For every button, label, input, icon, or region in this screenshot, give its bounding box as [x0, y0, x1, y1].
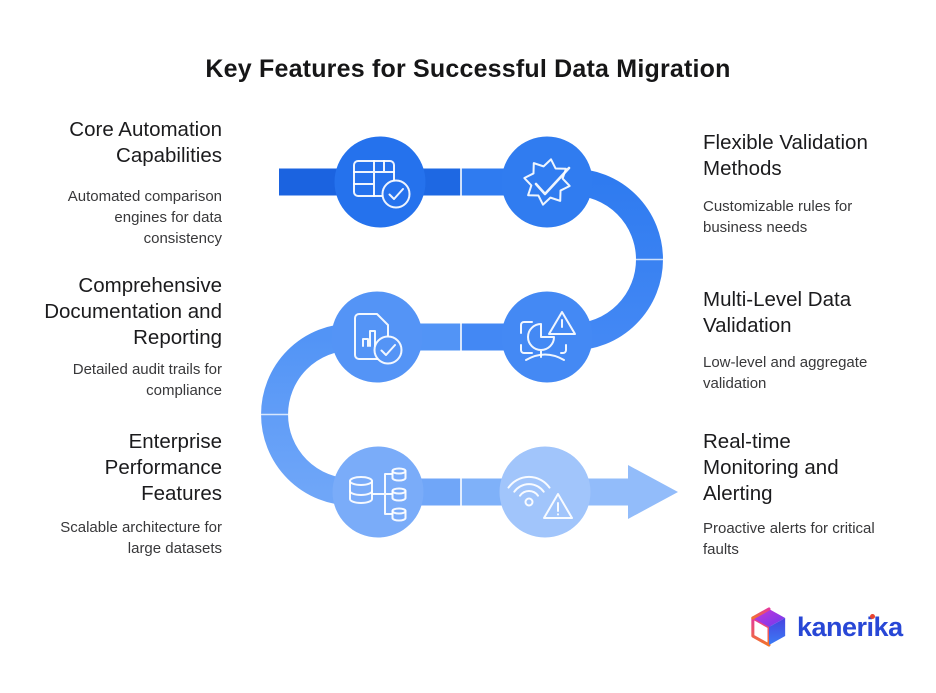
flow-path	[261, 168, 663, 506]
flow-seams	[261, 168, 663, 506]
feature-core-automation: Core Automation Capabilities Automated c…	[22, 117, 222, 249]
text-line: Monitoring and	[703, 456, 839, 479]
feature-heading: Core Automation Capabilities	[22, 117, 222, 169]
arrow-head-icon	[628, 465, 678, 519]
feature-heading: Comprehensive Documentation and Reportin…	[22, 273, 222, 351]
logo-i-dot	[870, 614, 875, 619]
feature-description: Customizable rules for business needs	[703, 196, 913, 238]
text-line: Features	[141, 482, 222, 505]
text-line: Methods	[703, 157, 782, 180]
table-check-icon	[353, 160, 411, 209]
database-tree-icon	[349, 467, 407, 522]
text-line: compliance	[146, 382, 222, 399]
text-line: Customizable rules for	[703, 198, 853, 215]
text-line: Scalable architecture for	[60, 519, 222, 536]
text-line: Automated comparison	[67, 188, 222, 205]
feature-heading: Flexible Validation Methods	[703, 130, 913, 182]
feature-enterprise-performance: Enterprise Performance Features Scalable…	[22, 429, 222, 559]
feature-description: Detailed audit trails for compliance	[22, 359, 222, 401]
text-line: Low-level and aggregate	[703, 354, 868, 371]
step-circle-2	[501, 136, 593, 228]
step-circle-5	[332, 446, 424, 538]
text-line: Core Automation	[69, 118, 222, 141]
text-line: Capabilities	[116, 144, 222, 167]
text-line: consistency	[143, 230, 222, 247]
feature-description: Scalable architecture for large datasets	[22, 517, 222, 559]
text-line: Multi-Level Data	[703, 288, 852, 311]
text-line: large datasets	[127, 540, 222, 557]
text-line: Enterprise	[128, 430, 222, 453]
step-circle-6	[499, 446, 591, 538]
text-line: engines for data	[114, 209, 222, 226]
kanerika-logo: kanerika	[750, 606, 903, 648]
page-title: Key Features for Successful Data Migrati…	[205, 55, 731, 83]
kanerika-wordmark: kanerika	[797, 611, 903, 642]
text-line: Performance	[104, 456, 222, 479]
feature-heading: Multi-Level Data Validation	[703, 287, 913, 339]
step-circle-3	[331, 291, 423, 383]
document-chart-check-icon	[354, 313, 403, 365]
feature-documentation-reporting: Comprehensive Documentation and Reportin…	[22, 273, 222, 401]
text-line: business needs	[703, 219, 808, 236]
step-circle-1	[334, 136, 426, 228]
text-line: Detailed audit trails for	[72, 361, 222, 378]
wifi-alert-icon	[507, 475, 573, 519]
text-line: Reporting	[133, 326, 222, 349]
text-line: Validation	[703, 314, 792, 337]
text-line: Alerting	[703, 482, 773, 505]
feature-description: Proactive alerts for critical faults	[703, 518, 913, 560]
feature-heading: Real-time Monitoring and Alerting	[703, 429, 913, 507]
gear-check-icon	[523, 158, 571, 206]
kanerika-cube-icon	[751, 607, 786, 647]
text-line: Documentation and	[44, 300, 222, 323]
text-line: Real-time	[703, 430, 791, 453]
text-line: Comprehensive	[78, 274, 222, 297]
text-line: Proactive alerts for critical	[703, 520, 875, 537]
feature-description: Automated comparison engines for data co…	[22, 186, 222, 249]
feature-heading: Enterprise Performance Features	[22, 429, 222, 507]
feature-flexible-validation: Flexible Validation Methods Customizable…	[703, 130, 913, 238]
feature-multilevel-validation: Multi-Level Data Validation Low-level an…	[703, 287, 913, 394]
text-line: faults	[703, 541, 739, 558]
text-line: Flexible Validation	[703, 131, 868, 154]
feature-description: Low-level and aggregate validation	[703, 352, 913, 394]
data-scan-alert-icon	[520, 311, 576, 361]
feature-realtime-monitoring: Real-time Monitoring and Alerting Proact…	[703, 429, 913, 560]
text-line: validation	[703, 375, 767, 392]
